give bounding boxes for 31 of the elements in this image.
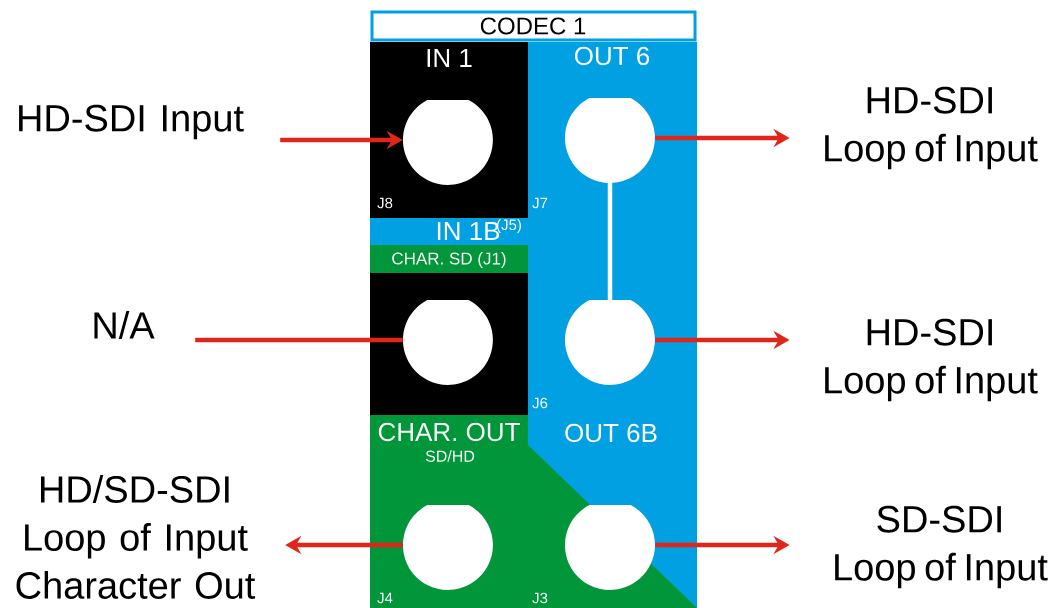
jack-label: J8	[377, 197, 393, 209]
signal-label: HD-SDI Loop of Input	[825, 318, 1038, 402]
section-label: IN 1	[427, 49, 472, 67]
connector-line	[607, 181, 613, 301]
bnc-jack	[565, 505, 655, 590]
section-label: IN 1B	[437, 222, 500, 240]
bnc-jack	[565, 300, 655, 385]
jack-label: J4	[377, 592, 393, 604]
section-label: OUT 6	[574, 46, 650, 66]
signal-label: HD/SD-SDI Loop of Input Character Out	[16, 475, 256, 599]
jack-label: J7	[532, 197, 548, 209]
device-panel	[370, 10, 697, 42]
signal-label: HD-SDI Input	[19, 104, 244, 140]
section-label: CHAR. SD (J1)	[392, 252, 506, 268]
section-label: SD/HD	[425, 450, 475, 462]
signal-label: HD-SDI Loop of Input	[825, 86, 1038, 170]
jack-label: J3	[532, 592, 548, 604]
signal-label: SD-SDI Loop of Input	[835, 505, 1048, 589]
bnc-jack	[565, 98, 655, 183]
bnc-jack	[403, 505, 493, 590]
bnc-jack	[403, 100, 493, 185]
section-label: OUT 6B	[565, 423, 657, 443]
panel-section	[370, 245, 528, 273]
connector-line	[195, 337, 403, 343]
jack-label: J6	[532, 397, 548, 409]
jack-label: (J5)	[497, 219, 521, 233]
signal-label: N/A	[94, 311, 155, 339]
bnc-jack	[403, 300, 493, 385]
section-label: CHAR. OUT	[378, 422, 520, 442]
panel-section	[370, 218, 528, 245]
panel-title: CODEC 1	[480, 17, 586, 35]
